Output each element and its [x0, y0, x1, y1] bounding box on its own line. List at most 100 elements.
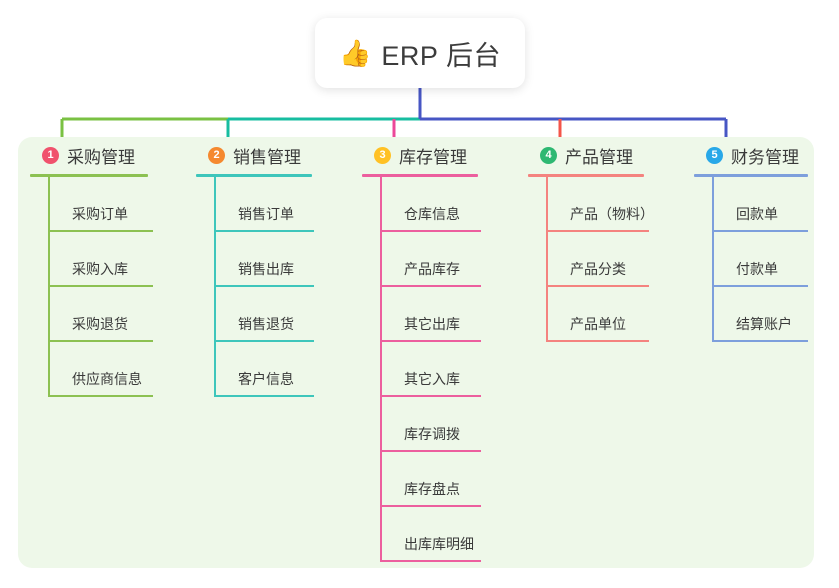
branch-item-underline [214, 230, 314, 232]
branch-item[interactable]: 出库库明细 [380, 507, 481, 562]
branch-item-label: 库存调拨 [404, 426, 460, 442]
branch-title-1: 采购管理 [67, 147, 135, 167]
branch-header-5[interactable]: 5 财务管理 [694, 140, 808, 170]
branch-item-underline [48, 285, 153, 287]
branch-header-1[interactable]: 1 采购管理 [30, 140, 148, 170]
branch-title-2: 销售管理 [233, 147, 301, 167]
branch-item-label: 产品单位 [570, 316, 626, 332]
branch-item[interactable]: 仓库信息 [380, 177, 481, 232]
branch-item[interactable]: 付款单 [712, 232, 808, 287]
branch-item[interactable]: 结算账户 [712, 287, 808, 342]
branch-item[interactable]: 供应商信息 [48, 342, 153, 397]
branch-item-label: 供应商信息 [72, 371, 142, 387]
branch-badge-1: 1 [42, 146, 59, 164]
branch-spine-4 [546, 177, 548, 342]
branch-item-underline [712, 230, 808, 232]
branch-item-label: 销售订单 [238, 206, 294, 222]
branch-item-underline [48, 230, 153, 232]
branch-item-underline [214, 340, 314, 342]
branch-item-underline [380, 560, 481, 562]
branch-item-underline [546, 285, 649, 287]
branch-item-underline [380, 395, 481, 397]
branch-underline-2 [196, 174, 312, 177]
branch-spine-1 [48, 177, 50, 397]
branch-item-underline [214, 395, 314, 397]
branch-item[interactable]: 库存调拨 [380, 397, 481, 452]
branch-header-4[interactable]: 4 产品管理 [528, 140, 644, 170]
branch-item-label: 其它出库 [404, 316, 460, 332]
branch-spine-5 [712, 177, 714, 342]
branch-children-4: 产品（物料） 产品分类产品单位 [546, 177, 654, 342]
branch-item-label: 客户信息 [238, 371, 294, 387]
branch-item[interactable]: 产品（物料） [546, 177, 654, 232]
branch-item-underline [380, 505, 481, 507]
branch-item-label: 销售出库 [238, 261, 294, 277]
branch-spine-3 [380, 177, 382, 562]
branch-item-label: 采购入库 [72, 261, 128, 277]
branch-item-label: 采购订单 [72, 206, 128, 222]
branch-item-underline [48, 340, 153, 342]
branch-children-5: 回款单付款单结算账户 [712, 177, 808, 342]
branch-item-label: 回款单 [736, 206, 778, 222]
branch-item-underline [48, 395, 153, 397]
branch-item-underline [712, 285, 808, 287]
branch-item-label: 出库库明细 [404, 536, 474, 552]
content-panel [18, 137, 814, 568]
branch-item-label: 其它入库 [404, 371, 460, 387]
root-title: ERP 后台 [381, 40, 501, 71]
branch-item[interactable]: 回款单 [712, 177, 808, 232]
branch-children-3: 仓库信息产品库存其它出库其它入库库存调拨库存盘点出库库明细 [380, 177, 481, 562]
branch-underline-1 [30, 174, 148, 177]
branch-item[interactable]: 产品单位 [546, 287, 649, 342]
branch-item-underline [380, 340, 481, 342]
branch-item-underline [546, 230, 649, 232]
branch-item-underline [380, 230, 481, 232]
branch-underline-4 [528, 174, 644, 177]
branch-item-label: 产品库存 [404, 261, 460, 277]
branch-column-4: 4 产品管理产品（物料） 产品分类产品单位 [528, 140, 654, 342]
branch-item-label: 仓库信息 [404, 206, 460, 222]
branch-item[interactable]: 采购退货 [48, 287, 153, 342]
branch-item-underline [712, 340, 808, 342]
branch-item[interactable]: 其它入库 [380, 342, 481, 397]
branch-item[interactable]: 采购入库 [48, 232, 153, 287]
branch-children-2: 销售订单销售出库销售退货客户信息 [214, 177, 314, 397]
branch-item-label: 产品（物料） [570, 206, 654, 222]
branch-item[interactable]: 其它出库 [380, 287, 481, 342]
branch-item[interactable]: 客户信息 [214, 342, 314, 397]
branch-item[interactable]: 销售出库 [214, 232, 314, 287]
branch-column-1: 1 采购管理采购订单采购入库采购退货供应商信息 [30, 140, 153, 397]
branch-title-4: 产品管理 [565, 147, 633, 167]
branch-column-5: 5 财务管理回款单付款单结算账户 [694, 140, 808, 342]
branch-item-label: 产品分类 [570, 261, 626, 277]
branch-item-label: 结算账户 [736, 316, 792, 332]
branch-item-label: 采购退货 [72, 316, 128, 332]
root-node[interactable]: 👍 ERP 后台 [315, 18, 525, 88]
branch-item-underline [380, 285, 481, 287]
branch-item-label: 销售退货 [238, 316, 294, 332]
branch-children-1: 采购订单采购入库采购退货供应商信息 [48, 177, 153, 397]
branch-badge-4: 4 [540, 146, 557, 164]
branch-item-underline [546, 340, 649, 342]
thumbs-up-emoji: 👍 [339, 38, 372, 68]
branch-spine-2 [214, 177, 216, 397]
branch-title-3: 库存管理 [399, 147, 467, 167]
branch-underline-3 [362, 174, 478, 177]
branch-title-5: 财务管理 [731, 147, 799, 167]
branch-item-underline [214, 285, 314, 287]
branch-item-underline [380, 450, 481, 452]
branch-header-3[interactable]: 3 库存管理 [362, 140, 478, 170]
branch-item[interactable]: 采购订单 [48, 177, 153, 232]
branch-item[interactable]: 销售退货 [214, 287, 314, 342]
branch-item[interactable]: 产品分类 [546, 232, 649, 287]
branch-badge-5: 5 [706, 146, 723, 164]
branch-item[interactable]: 产品库存 [380, 232, 481, 287]
branch-item-label: 库存盘点 [404, 481, 460, 497]
branch-item[interactable]: 销售订单 [214, 177, 314, 232]
branch-badge-3: 3 [374, 146, 391, 164]
branch-underline-5 [694, 174, 808, 177]
branch-item[interactable]: 库存盘点 [380, 452, 481, 507]
